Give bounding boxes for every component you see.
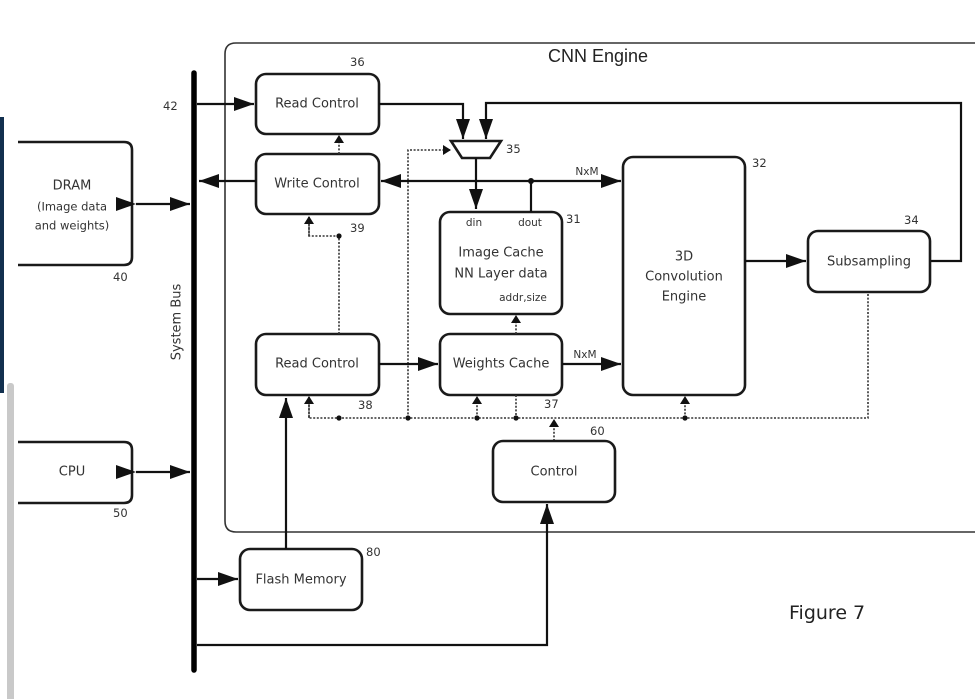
dram-block[interactable]: DRAM (Image data and weights): [18, 140, 134, 267]
cnn-engine-title: CNN Engine: [548, 46, 648, 66]
port-addr-size: addr,size: [499, 292, 547, 304]
subsampling-block[interactable]: Subsampling: [806, 229, 932, 294]
read-control-top-block[interactable]: Read Control: [254, 72, 381, 136]
cnn-engine-frame: [224, 42, 975, 533]
subsampling-label: Subsampling: [827, 255, 911, 270]
ref-38: 38: [358, 398, 373, 412]
ref-36: 36: [350, 55, 365, 69]
read-control-bottom-label: Read Control: [275, 357, 359, 372]
dram-label: DRAM: [53, 179, 92, 194]
conv-engine-label-2: Convolution: [645, 270, 723, 285]
conv-engine-label-3: Engine: [662, 290, 707, 305]
ref-80: 80: [366, 545, 381, 559]
nxm-label-weights: NxM: [573, 349, 596, 361]
write-control-label: Write Control: [274, 177, 359, 192]
scrollbar-strip[interactable]: [7, 383, 14, 699]
subsampling-feedback-to-mux: [479, 101, 963, 263]
ref-42: 42: [163, 99, 178, 113]
weights-cache-label: Weights Cache: [453, 357, 550, 372]
ref-35: 35: [506, 142, 521, 156]
ref-39: 39: [350, 221, 365, 235]
control-block[interactable]: Control: [491, 439, 617, 504]
window-edge-strip: [0, 117, 4, 393]
control-label: Control: [531, 465, 578, 480]
image-cache-sublabel: NN Layer data: [454, 267, 547, 282]
control-to-write-dotted: [308, 216, 339, 237]
read-control-top-label: Read Control: [275, 97, 359, 112]
junction-dot: [336, 415, 342, 421]
ref-50: 50: [113, 506, 128, 520]
write-control-block[interactable]: Write Control: [254, 152, 381, 216]
flash-memory-block[interactable]: Flash Memory: [238, 547, 364, 612]
ref-60: 60: [590, 424, 605, 438]
port-dout: dout: [518, 217, 542, 229]
image-cache-block[interactable]: din dout Image Cache NN Layer data addr,…: [438, 210, 564, 316]
read-control-to-mux: [379, 102, 470, 139]
junction-dot: [336, 233, 342, 239]
junction-dot: [682, 415, 688, 421]
system-bus-label: System Bus: [170, 284, 185, 361]
ref-31: 31: [566, 212, 581, 226]
bus-to-control: [197, 504, 554, 647]
junction-dot: [474, 415, 480, 421]
cpu-label: CPU: [59, 465, 85, 480]
arrow-into-write-control: [381, 174, 401, 188]
dram-sub2: and weights): [35, 219, 110, 233]
port-din: din: [466, 217, 482, 229]
dram-sub1: (Image data: [37, 200, 107, 214]
junction-dot: [405, 415, 411, 421]
ref-32: 32: [752, 156, 767, 170]
conv-engine-block[interactable]: 3D Convolution Engine: [621, 155, 747, 397]
cpu-block[interactable]: CPU: [18, 440, 134, 505]
read-control-bottom-block[interactable]: Read Control: [254, 332, 381, 397]
ref-34: 34: [904, 213, 919, 227]
mux-35[interactable]: [448, 139, 504, 160]
conv-engine-label-1: 3D: [675, 250, 693, 265]
ref-40: 40: [113, 270, 128, 284]
nxm-label-image: NxM: [575, 166, 598, 178]
figure-caption: Figure 7: [789, 602, 865, 624]
flash-memory-label: Flash Memory: [255, 573, 346, 588]
junction-dot: [513, 415, 519, 421]
control-to-mux-dotted: [407, 145, 451, 418]
weights-cache-block[interactable]: Weights Cache: [438, 332, 564, 397]
ref-37: 37: [544, 397, 559, 411]
control-bus-dotted: [308, 294, 869, 419]
image-cache-label: Image Cache: [458, 246, 543, 261]
